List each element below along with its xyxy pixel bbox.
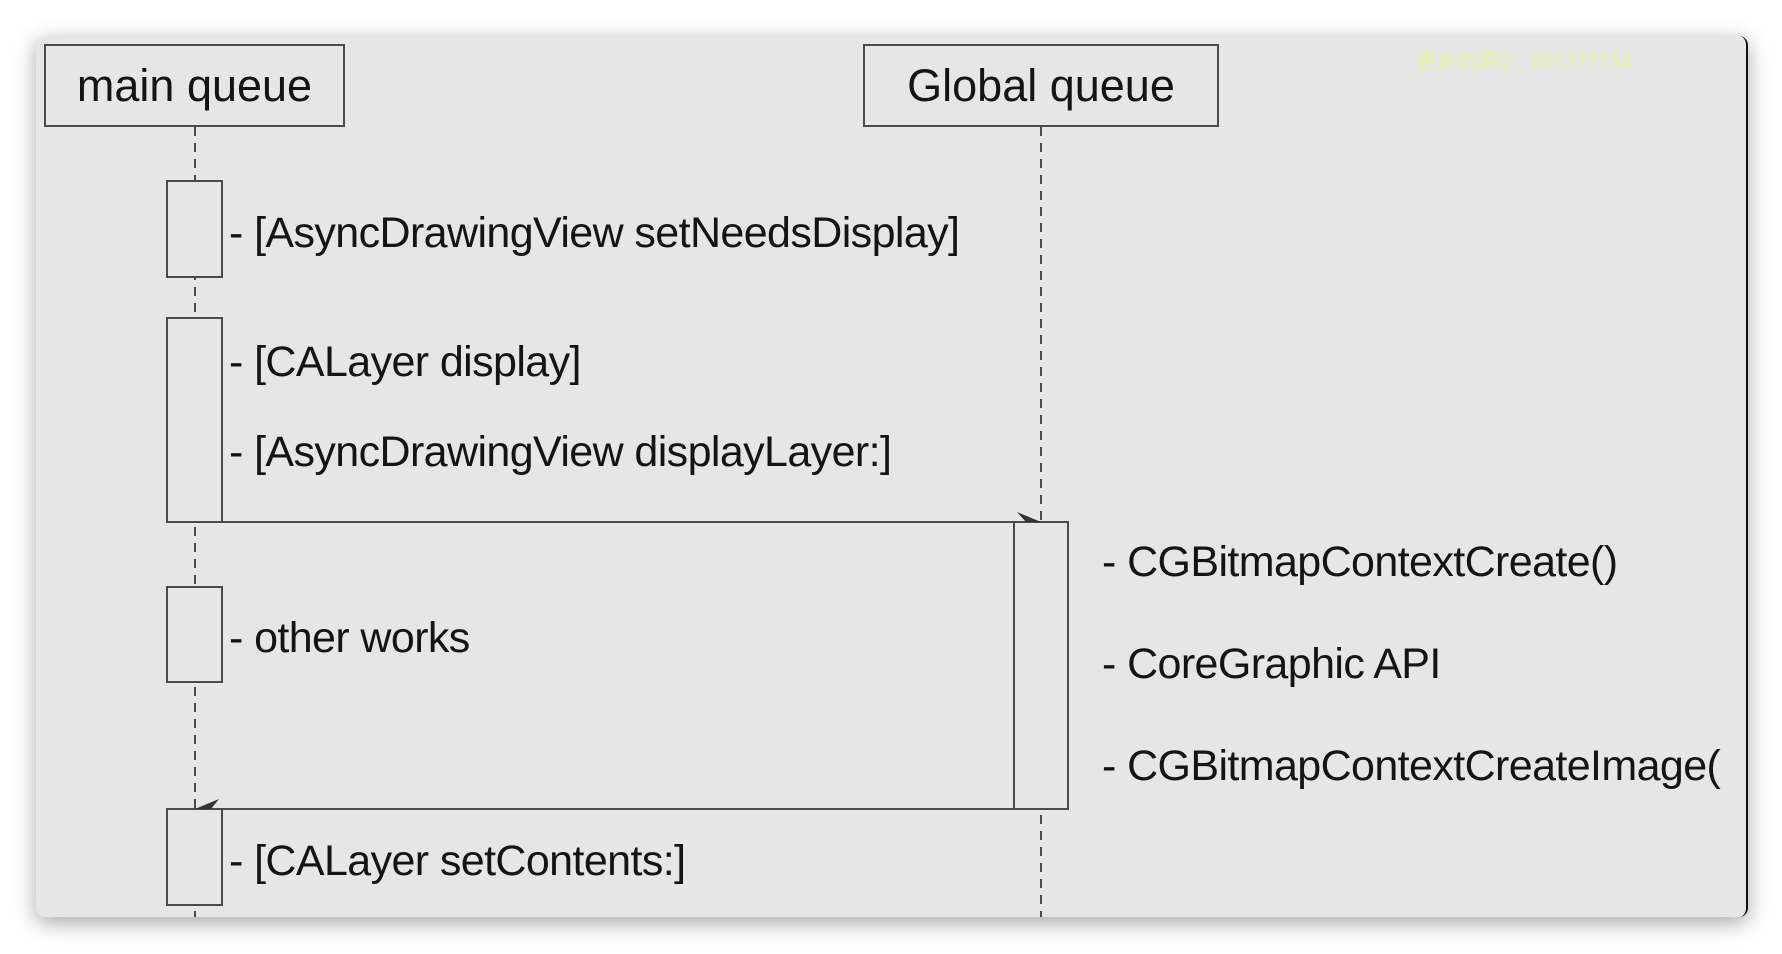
global-step-label: - CoreGraphic API <box>1102 640 1441 688</box>
watermark: 更多资源Q：891377154 <box>1416 51 1632 73</box>
global-activation <box>1013 521 1069 810</box>
participant-label: main queue <box>76 59 313 111</box>
step-label: - other works <box>229 614 470 662</box>
async-call-arrowhead <box>1017 512 1041 522</box>
participant-global-queue: Global queue <box>863 44 1219 127</box>
global-step-label: - CGBitmapContextCreate() <box>1102 538 1618 586</box>
participant-main-queue: main queue <box>44 44 345 127</box>
step-label: - [CALayer display] <box>229 338 581 386</box>
participant-label: Global queue <box>907 59 1175 111</box>
diagram-panel: main queue Global queue 更多资源Q：891377154 … <box>36 36 1748 917</box>
sequence-diagram-canvas <box>166 127 1069 917</box>
step-label: - [AsyncDrawingView displayLayer:] <box>229 428 892 476</box>
async-return-arrowhead <box>195 799 219 809</box>
global-step-label: - CGBitmapContextCreateImage( <box>1102 742 1721 790</box>
main-activation-display <box>166 317 223 523</box>
main-activation-other-works <box>166 586 223 683</box>
main-activation-setneedsdisplay <box>166 180 223 278</box>
step-label: - [CALayer setContents:] <box>229 837 686 885</box>
step-label: - [AsyncDrawingView setNeedsDisplay] <box>229 209 960 257</box>
main-activation-setcontents <box>166 808 223 906</box>
